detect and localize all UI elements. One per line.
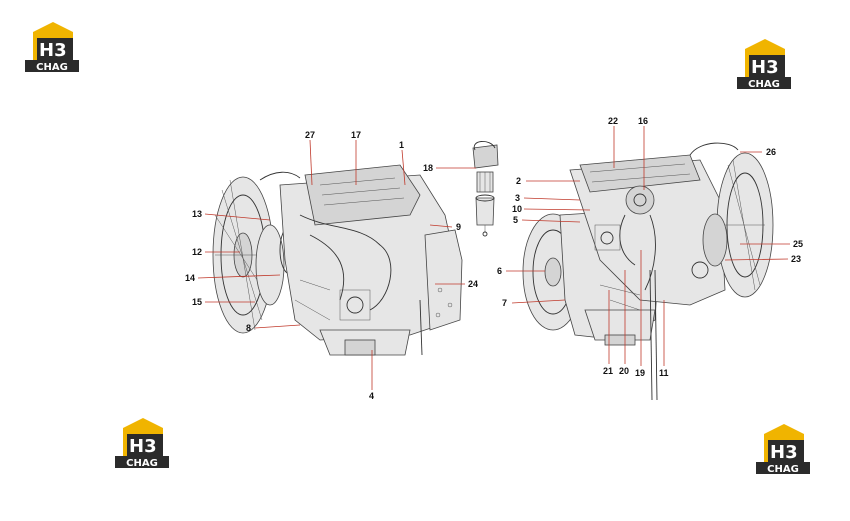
- logo-brand-text: H3: [39, 40, 67, 61]
- callout-13: 13: [192, 209, 202, 219]
- callout-14: 14: [185, 273, 195, 283]
- callout-18: 18: [423, 163, 433, 173]
- callout-15: 15: [192, 297, 202, 307]
- logo-brand-text: H3: [770, 442, 798, 463]
- brand-logo: H3 CHAG: [115, 418, 169, 469]
- logo-caption-text: CHAG: [767, 464, 799, 475]
- callout-26: 26: [766, 147, 776, 157]
- callout-20: 20: [619, 366, 629, 376]
- logo-brand-text: H3: [751, 57, 779, 78]
- logo-caption-text: CHAG: [126, 458, 158, 469]
- callout-24: 24: [468, 279, 478, 289]
- callout-22: 22: [608, 116, 618, 126]
- callout-4: 4: [369, 391, 374, 401]
- logo-caption-text: CHAG: [748, 79, 780, 90]
- callout-23: 23: [791, 254, 801, 264]
- callout-27: 27: [305, 130, 315, 140]
- callout-11: 11: [659, 368, 669, 378]
- brand-logo: H3 CHAG: [737, 39, 791, 90]
- callout-6: 6: [497, 266, 502, 276]
- part-callouts: 27 17 1 13 12 14 15 8 9 24 4 18 22 16 26: [185, 116, 803, 401]
- logo-brand-text: H3: [129, 436, 157, 457]
- callout-5: 5: [513, 215, 518, 225]
- callout-17: 17: [351, 130, 361, 140]
- callout-21: 21: [603, 366, 613, 376]
- callout-9: 9: [456, 222, 461, 232]
- callout-16: 16: [638, 116, 648, 126]
- callout-19: 19: [635, 368, 645, 378]
- callout-8: 8: [246, 323, 251, 333]
- callout-12: 12: [192, 247, 202, 257]
- callout-7: 7: [502, 298, 507, 308]
- callout-2: 2: [516, 176, 521, 186]
- engine-right-view: [522, 142, 774, 401]
- callout-1: 1: [399, 140, 404, 150]
- callout-3: 3: [515, 193, 520, 203]
- logo-caption-text: CHAG: [36, 62, 68, 73]
- callout-10: 10: [512, 204, 522, 214]
- brand-logo: H3 CHAG: [756, 424, 810, 475]
- fuel-filter-exploded: [472, 141, 499, 237]
- brand-logo: H3 CHAG: [25, 22, 79, 73]
- callout-25: 25: [793, 239, 803, 249]
